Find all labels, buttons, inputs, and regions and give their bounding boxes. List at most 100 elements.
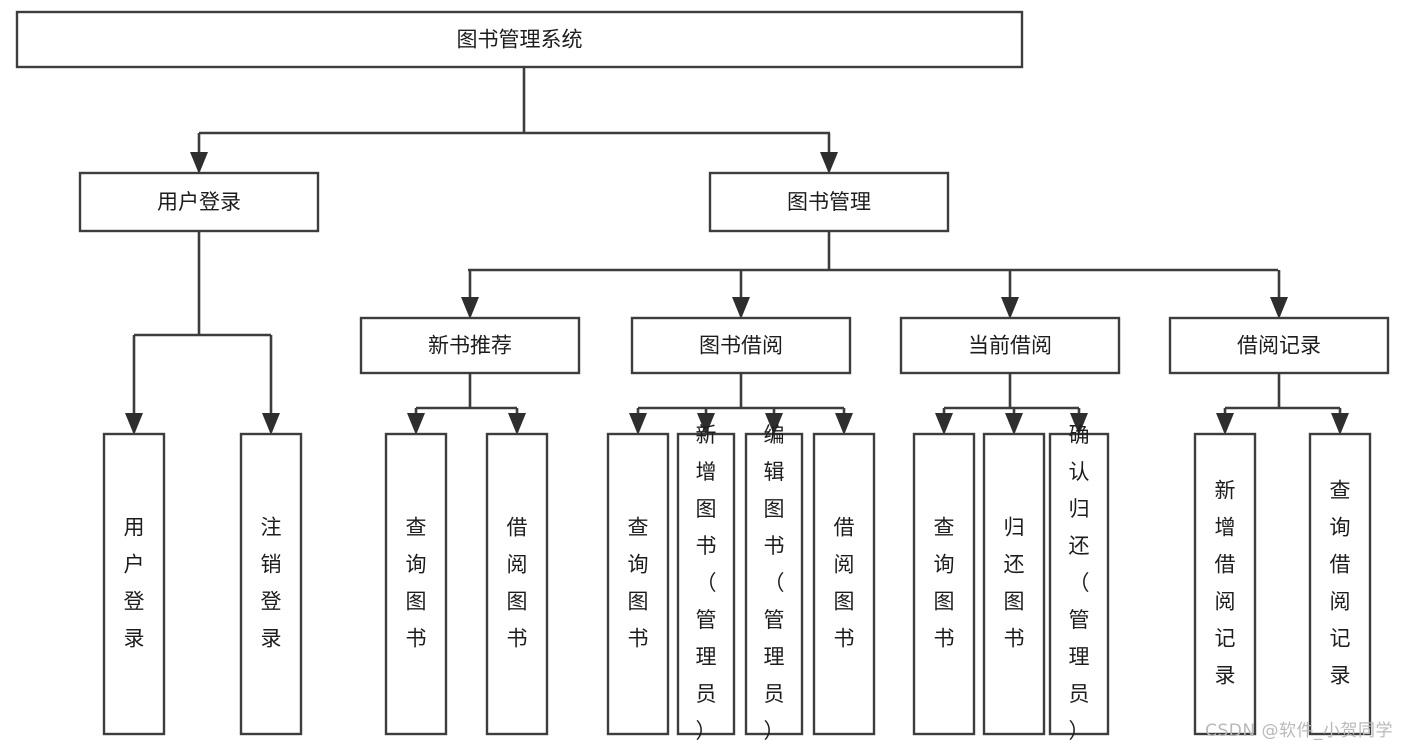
node-label-current-borrow: 当前借阅 (968, 334, 1052, 358)
arrow-head-icon (1216, 413, 1234, 435)
node-leaf-borrow-book-2[interactable]: 借阅图书 (812, 432, 876, 736)
node-current-borrow[interactable]: 当前借阅 (899, 316, 1121, 375)
connector-current-borrow-to-leaf-return-book (1005, 408, 1023, 435)
node-box-root[interactable] (15, 10, 1024, 69)
node-label-leaf-query-book-1: 查询图书 (406, 516, 427, 651)
node-leaf-edit-book[interactable]: 编辑图书（管理员） (744, 423, 804, 743)
arrow-head-icon (835, 413, 853, 435)
node-box-new-book-rec[interactable] (359, 316, 581, 375)
node-box-leaf-edit-book[interactable] (744, 432, 804, 736)
node-box-leaf-query-record[interactable] (1308, 432, 1372, 736)
connector-bus-current-borrow (944, 373, 1079, 410)
connector-book-borrow-to-leaf-edit-book (765, 408, 783, 435)
node-borrow-record[interactable]: 借阅记录 (1168, 316, 1390, 375)
node-label-book-manage: 图书管理 (787, 190, 871, 214)
node-label-leaf-return-book: 归还图书 (1004, 516, 1025, 651)
arrow-head-icon (1331, 413, 1349, 435)
node-leaf-add-book[interactable]: 新增图书（管理员） (676, 423, 736, 743)
node-leaf-query-book-2[interactable]: 查询图书 (606, 432, 670, 736)
arrow-head-icon (732, 297, 750, 319)
node-box-book-manage[interactable] (708, 171, 950, 233)
arrow-head-icon (1001, 297, 1019, 319)
node-box-book-borrow[interactable] (630, 316, 852, 375)
node-box-leaf-add-record[interactable] (1193, 432, 1257, 736)
connector-bus-borrow-record (1225, 373, 1340, 410)
connector-borrow-record-to-leaf-add-record (1216, 408, 1234, 435)
node-label-leaf-query-book-2: 查询图书 (628, 516, 649, 651)
node-box-borrow-record[interactable] (1168, 316, 1390, 375)
node-label-user-login: 用户登录 (157, 190, 241, 214)
arrow-head-icon (820, 152, 838, 174)
node-box-leaf-return-book[interactable] (982, 432, 1046, 736)
arrow-head-icon (1070, 413, 1088, 435)
watermark-label: CSDN @软件_小贺同学 (1205, 721, 1393, 741)
connector-book-borrow-to-leaf-add-book (697, 408, 715, 435)
connector-book-manage-to-book-borrow (732, 270, 750, 319)
node-leaf-query-book-1[interactable]: 查询图书 (384, 432, 448, 736)
connector-book-borrow-to-leaf-borrow-book-2 (835, 408, 853, 435)
connector-user-login-to-leaf-user-login (125, 335, 143, 435)
connector-borrow-record-to-leaf-query-record (1331, 408, 1349, 435)
connector-root-to-book-manage (820, 133, 838, 174)
connector-user-login-to-leaf-logout (262, 335, 280, 435)
connector-bus-root (199, 67, 830, 135)
node-leaf-logout[interactable]: 注销登录 (239, 432, 303, 736)
node-leaf-return-book[interactable]: 归还图书 (982, 432, 1046, 736)
arrow-head-icon (765, 413, 783, 435)
arrow-head-icon (935, 413, 953, 435)
connector-book-manage-to-current-borrow (1001, 270, 1019, 319)
node-box-leaf-logout[interactable] (239, 432, 303, 736)
node-leaf-query-record[interactable]: 查询借阅记录 (1308, 432, 1372, 736)
connector-current-borrow-to-leaf-confirm-return (1070, 408, 1088, 435)
arrow-head-icon (125, 413, 143, 435)
node-box-current-borrow[interactable] (899, 316, 1121, 375)
node-label-new-book-rec: 新书推荐 (428, 334, 512, 358)
node-leaf-add-record[interactable]: 新增借阅记录 (1193, 432, 1257, 736)
node-label-leaf-confirm-return: 确认归还（管理员） (1069, 423, 1090, 743)
node-leaf-user-login[interactable]: 用户登录 (102, 432, 166, 736)
connector-new-book-rec-to-leaf-query-book-1 (407, 408, 425, 435)
node-box-leaf-borrow-book-2[interactable] (812, 432, 876, 736)
node-box-leaf-borrow-book-1[interactable] (485, 432, 549, 736)
arrow-head-icon (1270, 297, 1288, 319)
node-root[interactable]: 图书管理系统 (15, 10, 1024, 69)
arrow-head-icon (407, 413, 425, 435)
node-label-leaf-borrow-book-2: 借阅图书 (834, 516, 855, 651)
connector-root-to-user-login (190, 133, 208, 174)
node-new-book-rec[interactable]: 新书推荐 (359, 316, 581, 375)
node-label-leaf-user-login: 用户登录 (124, 516, 145, 651)
node-book-borrow[interactable]: 图书借阅 (630, 316, 852, 375)
node-label-root: 图书管理系统 (457, 28, 583, 52)
node-label-borrow-record: 借阅记录 (1237, 334, 1321, 358)
node-label-leaf-query-book-3: 查询图书 (934, 516, 955, 651)
node-box-leaf-query-book-1[interactable] (384, 432, 448, 736)
node-leaf-query-book-3[interactable]: 查询图书 (912, 432, 976, 736)
arrow-head-icon (697, 413, 715, 435)
arrow-head-icon (262, 413, 280, 435)
node-label-book-borrow: 图书借阅 (699, 334, 783, 358)
node-box-user-login[interactable] (78, 171, 320, 233)
connector-book-manage-to-new-book-rec (461, 270, 479, 319)
node-leaf-borrow-book-1[interactable]: 借阅图书 (485, 432, 549, 736)
node-label-leaf-query-record: 查询借阅记录 (1330, 479, 1351, 688)
connector-bus-new-book-rec (416, 373, 517, 410)
connector-book-manage-to-borrow-record (1270, 270, 1288, 319)
arrow-head-icon (461, 297, 479, 319)
node-label-leaf-logout: 注销登录 (261, 516, 282, 651)
arrow-head-icon (629, 413, 647, 435)
node-box-leaf-confirm-return[interactable] (1048, 432, 1110, 736)
node-book-manage[interactable]: 图书管理 (708, 171, 950, 233)
node-box-leaf-query-book-3[interactable] (912, 432, 976, 736)
connector-new-book-rec-to-leaf-borrow-book-1 (508, 408, 526, 435)
node-leaf-confirm-return[interactable]: 确认归还（管理员） (1048, 423, 1110, 743)
connector-bus-user-login (134, 231, 271, 337)
node-user-login[interactable]: 用户登录 (78, 171, 320, 233)
node-box-leaf-add-book[interactable] (676, 432, 736, 736)
arrow-head-icon (1005, 413, 1023, 435)
node-box-leaf-query-book-2[interactable] (606, 432, 670, 736)
node-label-leaf-edit-book: 编辑图书（管理员） (764, 423, 785, 743)
node-label-leaf-add-record: 新增借阅记录 (1215, 479, 1236, 688)
node-label-leaf-borrow-book-1: 借阅图书 (507, 516, 528, 651)
node-box-leaf-user-login[interactable] (102, 432, 166, 736)
